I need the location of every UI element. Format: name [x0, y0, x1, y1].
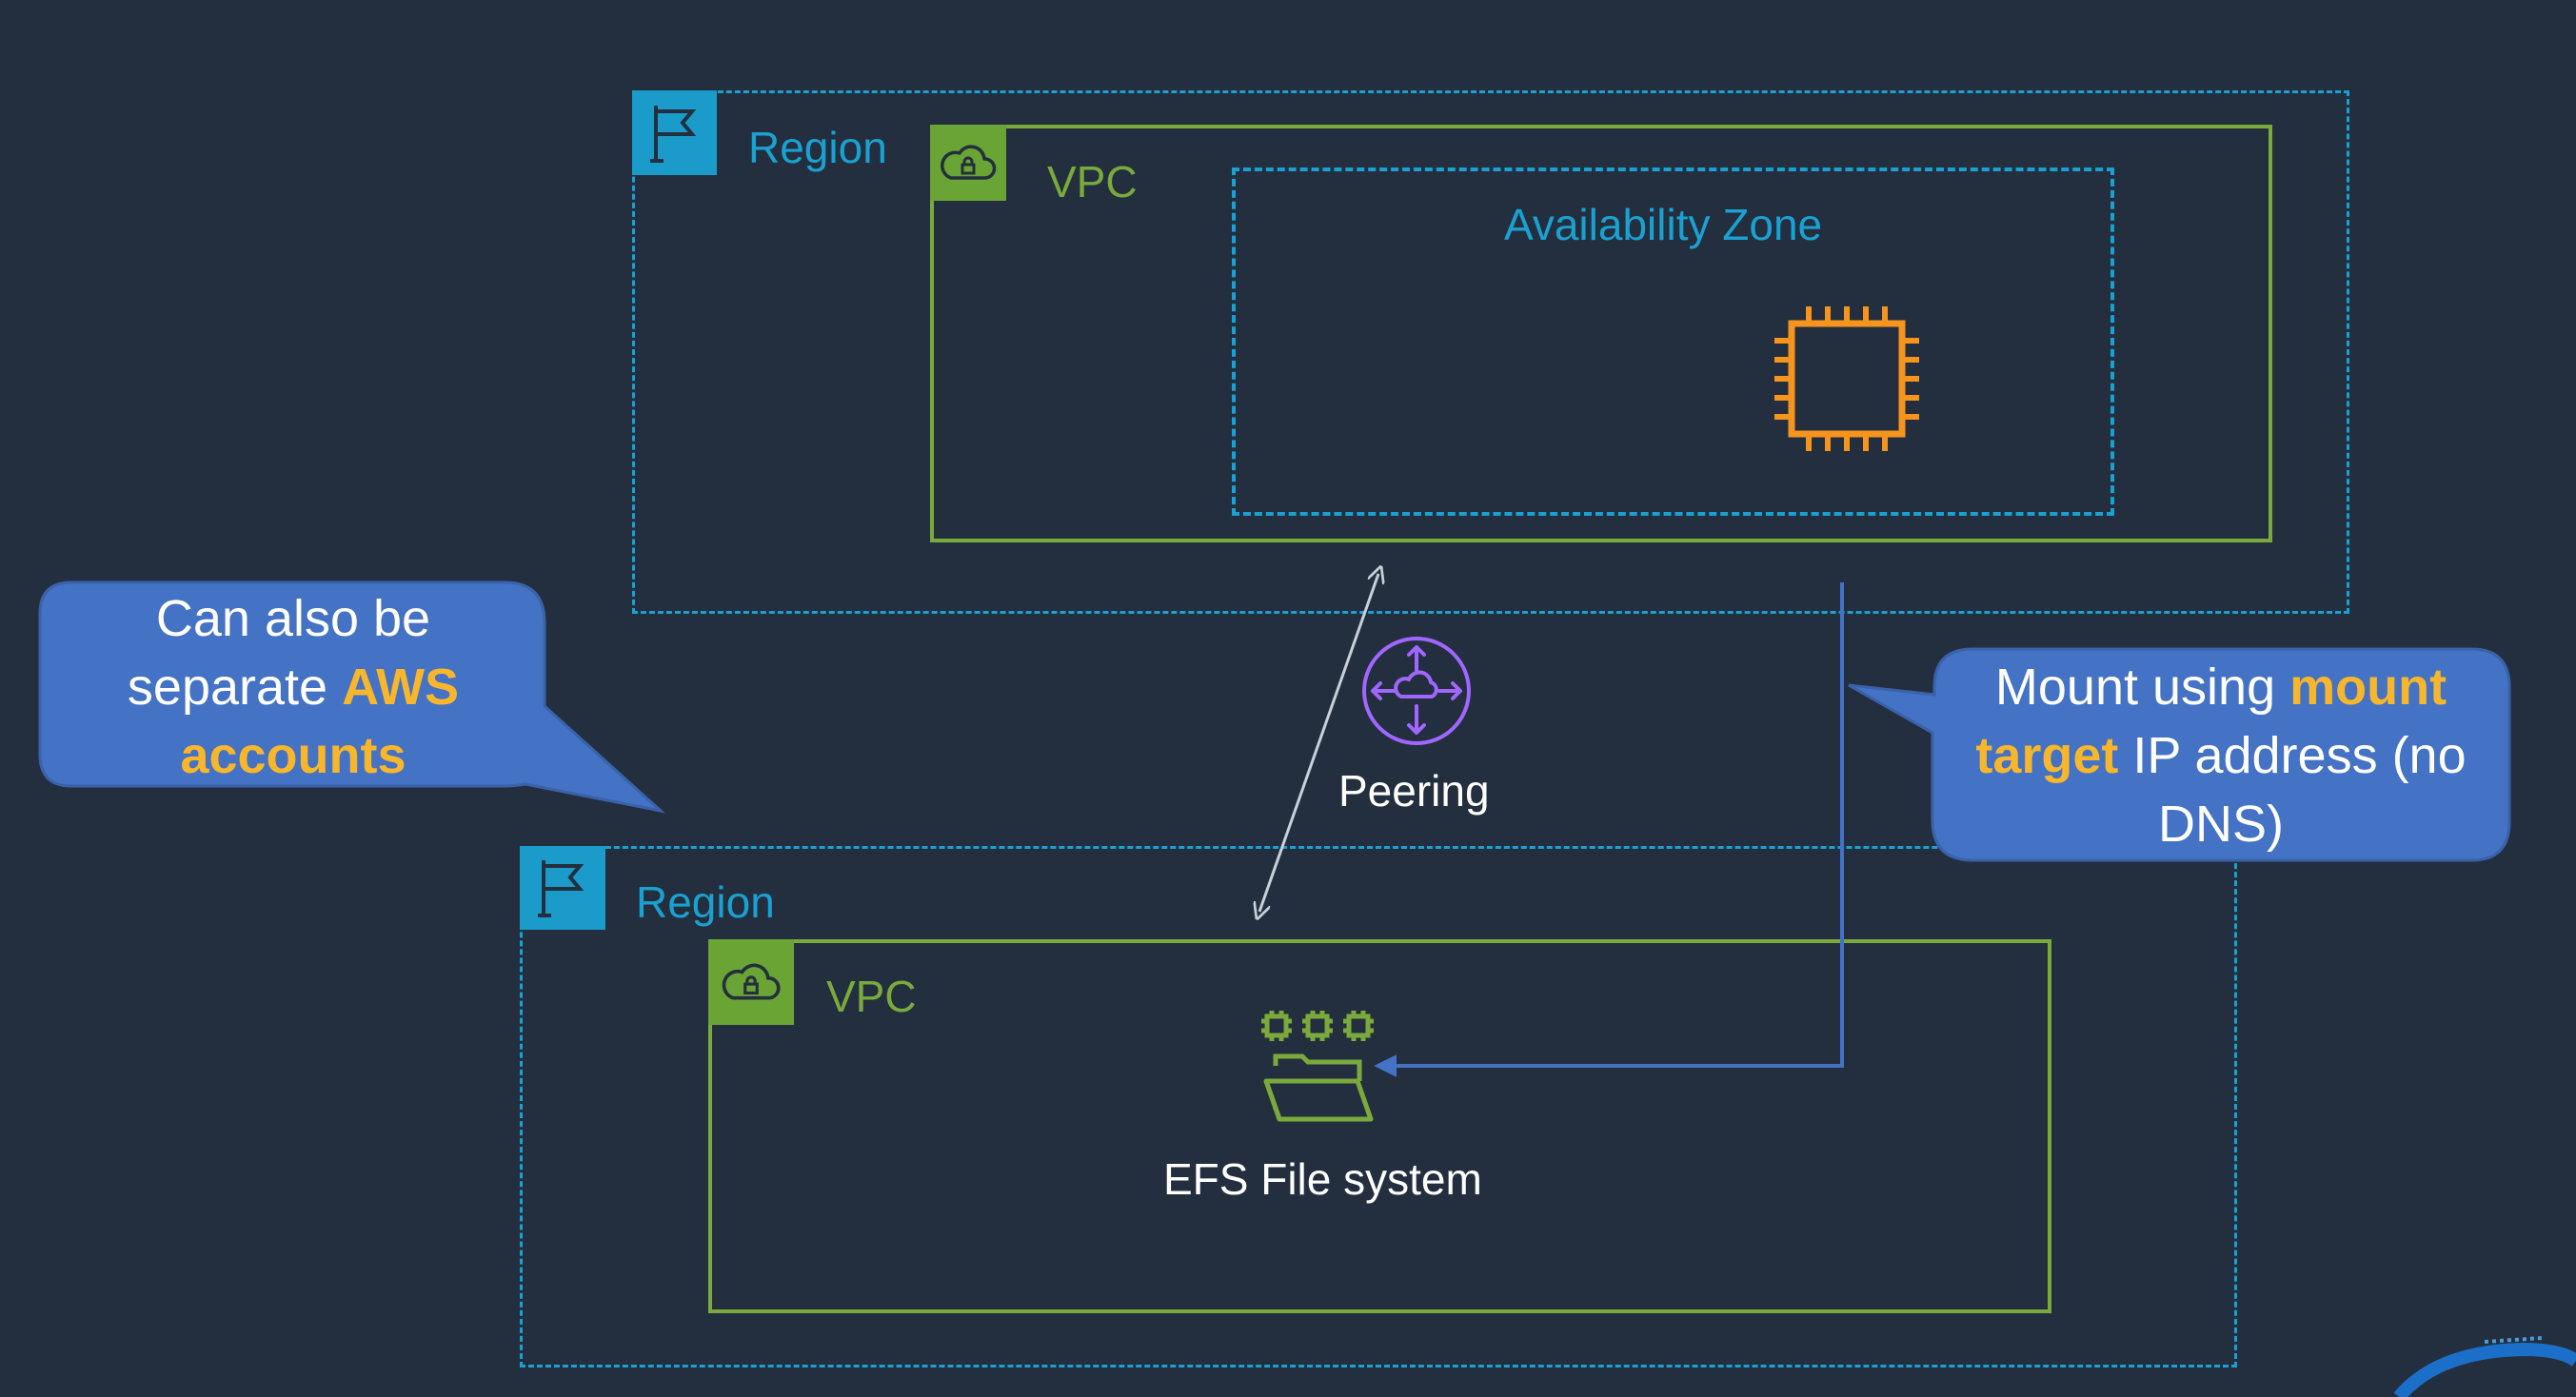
efs-file-system-icon: [1261, 1011, 1374, 1122]
ec2-chip-icon: [1774, 306, 1919, 451]
callout-left-line3: accounts: [48, 721, 539, 790]
callout-right-line2-suffix: IP address (no: [2118, 727, 2467, 784]
bottom-region-label: Region: [636, 877, 775, 927]
bottom-vpc-badge: [708, 939, 794, 1025]
top-region-box: [632, 90, 2349, 614]
availability-zone-label: Availability Zone: [1504, 200, 1823, 249]
top-vpc-box: [930, 125, 2272, 542]
mount-arrow: [1374, 582, 1844, 1077]
vpc-peering-icon: [1362, 637, 1471, 745]
cloud-lock-icon: [722, 963, 781, 1000]
callout-left-line2: separate AWS: [48, 653, 539, 721]
flag-icon: [649, 105, 696, 163]
top-vpc-badge: [930, 125, 1006, 201]
top-region-badge: [632, 90, 717, 175]
callout-left-highlight-aws: AWS: [342, 659, 460, 716]
cloud-lock-icon: [941, 145, 997, 180]
top-vpc-label: VPC: [1047, 157, 1138, 207]
callout-left-line1: Can also be: [155, 590, 431, 647]
callout-right-line2: target IP address (no: [1940, 721, 2502, 790]
top-region-label: Region: [748, 123, 887, 172]
corner-logo-icon: [2393, 1336, 2576, 1397]
flag-icon: [538, 860, 585, 917]
availability-zone-box: [1232, 167, 2114, 516]
callout-right-line1-prefix: Mount using: [1994, 659, 2290, 716]
peering-arrow: [1259, 574, 1378, 912]
bottom-vpc-label: VPC: [826, 972, 917, 1021]
bottom-region-badge: [520, 846, 605, 930]
callout-left-highlight-accounts: accounts: [180, 727, 406, 784]
callout-left-text: Can also be separate AWS accounts: [48, 584, 539, 790]
callout-right-shape: [1848, 647, 2511, 862]
callout-left-line2-prefix: separate: [127, 659, 343, 716]
bottom-vpc-box: [708, 939, 2051, 1313]
callout-left-shape: [38, 580, 666, 814]
callout-right-highlight-target: target: [1975, 727, 2119, 784]
efs-label: EFS File system: [1163, 1154, 1482, 1204]
callout-right-text: Mount using mount target IP address (no …: [1940, 653, 2502, 858]
callout-right-line1: Mount using mount: [1940, 653, 2502, 721]
callout-right-line3: DNS): [2158, 796, 2284, 853]
callout-right-highlight-mount: mount: [2289, 659, 2447, 716]
peering-label: Peering: [1338, 766, 1490, 816]
